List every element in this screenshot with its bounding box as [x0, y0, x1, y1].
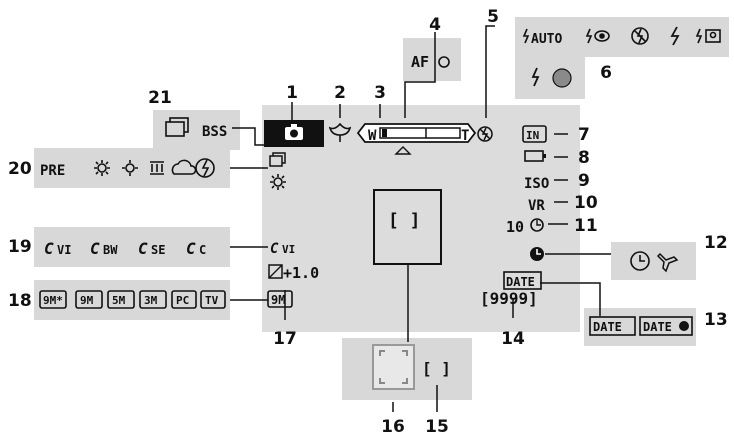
image-mode-indicator: 9M [267, 290, 293, 308]
continuous-mode-indicator [269, 152, 286, 167]
flash-redeye-icon [585, 28, 610, 44]
focus-area-brackets: [ ] [388, 210, 421, 231]
svg-text:C: C [270, 241, 279, 257]
panel-date-modes [611, 242, 696, 280]
svg-text:C: C [186, 239, 196, 258]
callout-9: 9 [578, 171, 590, 191]
self-timer-indicator: 10 [506, 218, 544, 236]
flash-fill-icon [670, 26, 680, 46]
svg-text:C: C [138, 239, 148, 258]
flash-ready-option [531, 67, 572, 88]
color-options-list: C VI C BW C SE C C [44, 239, 206, 258]
callout-14: 14 [501, 329, 525, 349]
leader-lines [230, 25, 611, 342]
callout-15: 15 [425, 417, 449, 437]
panel-focus-indicator [403, 38, 461, 81]
svg-text:3M: 3M [144, 294, 158, 307]
callout-4: 4 [429, 15, 441, 35]
panel-flash-ready [515, 57, 585, 99]
camera-icon [285, 124, 303, 140]
svg-text:DATE: DATE [643, 320, 672, 334]
callout-7: 7 [578, 125, 590, 145]
svg-text:10: 10 [506, 218, 524, 236]
flash-modes-options: AUTO [522, 26, 721, 47]
svg-text:IN: IN [526, 129, 539, 142]
callout-16: 16 [381, 417, 405, 437]
zoom-indicator: W T [356, 123, 477, 155]
flash-off-option-icon [631, 27, 649, 45]
exposure-comp-indicator: +1.0 [268, 264, 319, 282]
svg-text:AUTO: AUTO [531, 32, 562, 47]
remaining-exposures: [9999] [480, 289, 538, 308]
svg-text:9M: 9M [80, 294, 94, 307]
callout-6: 6 [600, 63, 612, 83]
svg-text:DATE: DATE [593, 320, 622, 334]
svg-text:C: C [90, 239, 100, 258]
callout-11: 11 [574, 216, 598, 236]
flash-off-icon [477, 126, 493, 142]
vr-indicator: VR [528, 198, 545, 214]
white-balance-options: PRE [40, 158, 215, 179]
panel-white-balance [34, 148, 230, 188]
battery-icon [524, 150, 546, 162]
date-not-set-icon [530, 247, 544, 261]
svg-text:DATE: DATE [506, 275, 535, 289]
white-balance-indicator [270, 174, 286, 190]
macro-icon [328, 122, 352, 142]
internal-memory-indicator: IN [522, 125, 547, 143]
callout-17: 17 [273, 329, 297, 349]
callout-8: 8 [578, 148, 590, 168]
continuous-options: BSS [165, 117, 227, 140]
date-imprint-options: DATE DATE [589, 316, 693, 336]
callout-3: 3 [374, 83, 386, 103]
callout-12: 12 [704, 233, 728, 253]
panel-color-options [34, 227, 230, 267]
svg-text:VI: VI [57, 243, 71, 257]
svg-text:C: C [44, 239, 54, 258]
svg-text:BSS: BSS [202, 124, 227, 140]
callout-18: 18 [8, 291, 32, 311]
svg-text:PRE: PRE [40, 163, 65, 179]
svg-text:5M: 5M [112, 294, 126, 307]
callout-21: 21 [148, 88, 172, 108]
svg-text:BW: BW [103, 243, 118, 257]
flash-slow-sync-icon [695, 28, 721, 44]
callout-1: 1 [286, 83, 298, 103]
svg-text:PC: PC [176, 294, 189, 307]
zoom-tele-label: T [461, 128, 469, 144]
callout-5: 5 [487, 7, 499, 27]
svg-text:[ ]: [ ] [422, 359, 451, 378]
callout-19: 19 [8, 237, 32, 257]
svg-text:TV: TV [205, 294, 219, 307]
zoom-wide-label: W [368, 128, 377, 144]
svg-text:SE: SE [151, 243, 165, 257]
date-imprint-indicator: DATE [503, 271, 542, 290]
date-mode-options [630, 251, 679, 273]
color-option-indicator: C VI [270, 241, 295, 257]
svg-text:VI: VI [282, 243, 295, 256]
focus-area-frame [373, 189, 442, 265]
svg-text:9M*: 9M* [43, 294, 63, 307]
callout-13: 13 [704, 310, 728, 330]
callout-2: 2 [334, 83, 346, 103]
svg-text:+1.0: +1.0 [283, 264, 319, 282]
svg-text:C: C [199, 243, 206, 257]
focus-indicator-option: AF [411, 53, 450, 71]
callout-10: 10 [574, 193, 598, 213]
panel-flash-modes [515, 17, 729, 57]
svg-text:AF: AF [411, 53, 429, 71]
travel-destination-icon [656, 252, 679, 273]
image-mode-options: 9M* 9M 5M 3M PC TV [39, 290, 226, 309]
callout-20: 20 [8, 159, 32, 179]
focus-area-options: [ ] [372, 344, 451, 390]
iso-indicator: ISO [524, 176, 549, 192]
svg-text:9M: 9M [271, 293, 285, 307]
